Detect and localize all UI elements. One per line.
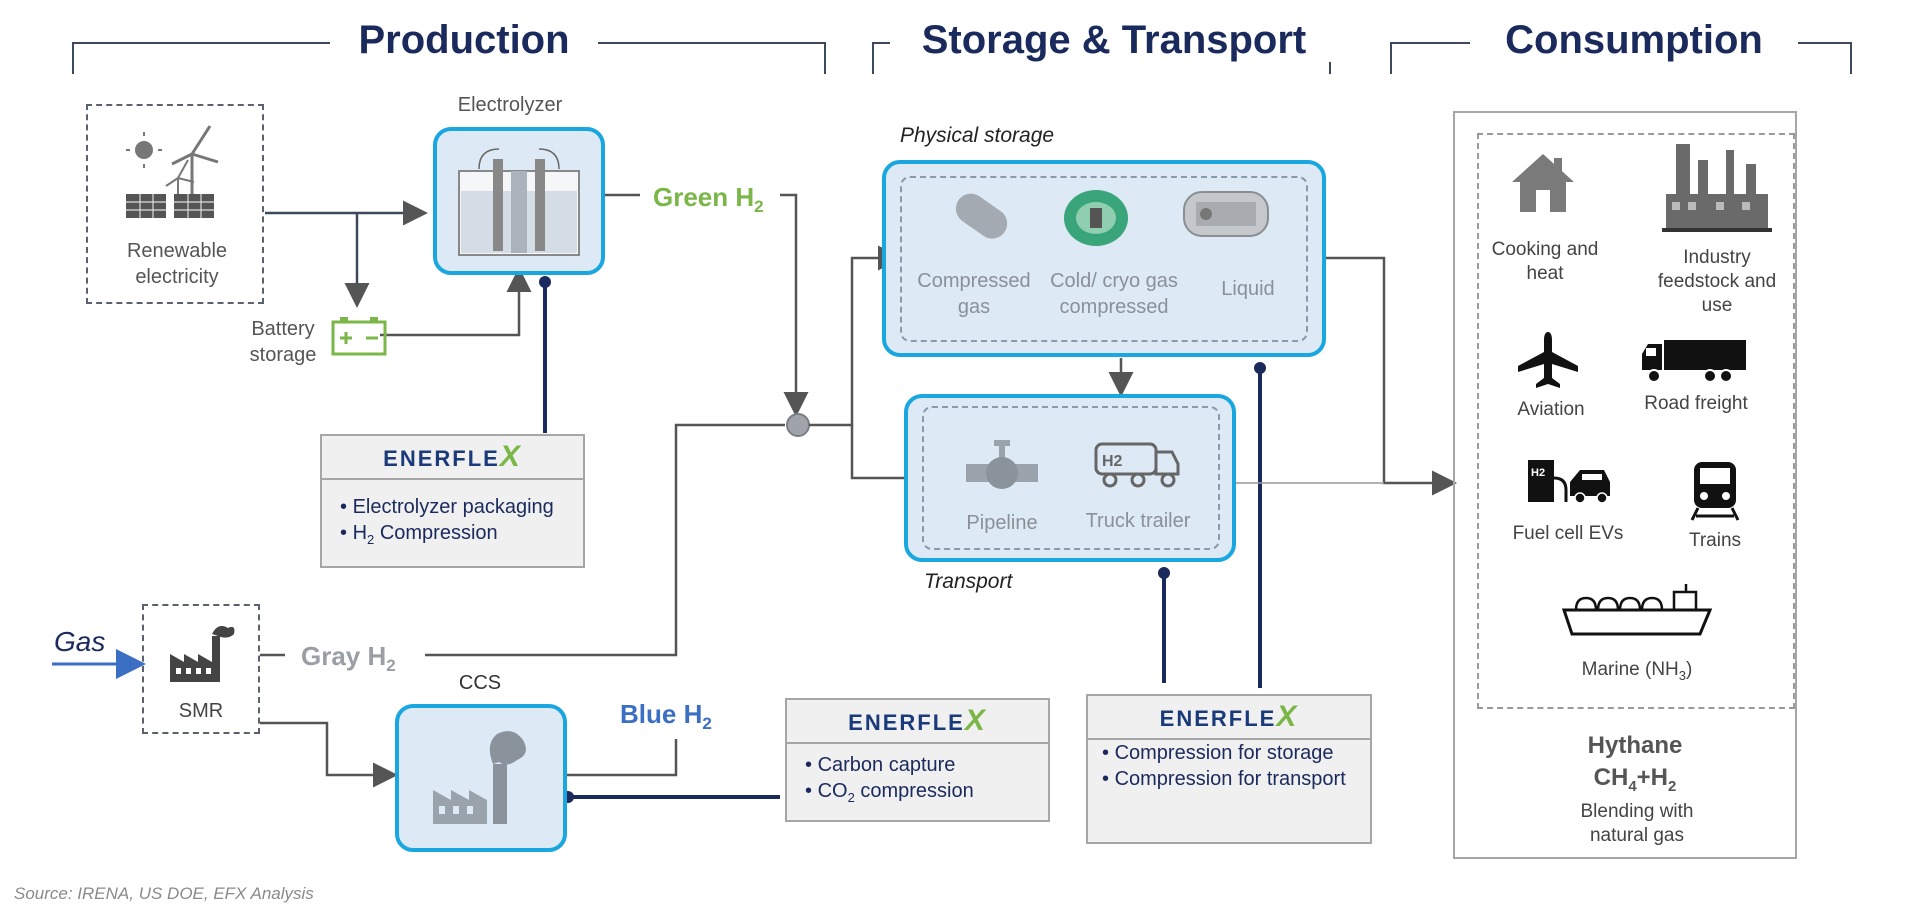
physical-storage-label: Physical storage bbox=[900, 124, 1055, 147]
aviation-label: Aviation bbox=[1517, 399, 1585, 420]
ccs-box bbox=[395, 704, 567, 852]
road-freight-label: Road freight bbox=[1644, 393, 1748, 414]
ccs-factory-icon bbox=[433, 731, 526, 824]
factory-icon bbox=[170, 626, 235, 682]
house-icon bbox=[1512, 154, 1574, 212]
source-note: Source: IRENA, US DOE, EFX Analysis bbox=[14, 884, 314, 903]
truck-trailer-icon: H2 bbox=[1094, 442, 1180, 488]
enerflex-item: CO2 compression bbox=[805, 778, 1040, 811]
pipeline-label: Pipeline bbox=[966, 512, 1038, 534]
liquid-label: Liquid bbox=[1221, 278, 1275, 300]
ship-icon bbox=[1562, 584, 1712, 636]
electrolyzer-box bbox=[433, 127, 605, 275]
airplane-icon bbox=[1518, 332, 1578, 388]
enerflex-storage-box: ENERFLEX Compression for storage Compres… bbox=[1086, 694, 1372, 844]
enerflex-item: Compression for storage bbox=[1102, 740, 1370, 766]
transport-inner bbox=[922, 406, 1220, 550]
green-h2-label: Green H2 bbox=[645, 182, 772, 223]
ccs-title: CCS bbox=[458, 672, 502, 694]
enerflex-ccs-box: ENERFLEX Carbon capture CO2 compression bbox=[785, 698, 1050, 822]
fuel-cell-label: Fuel cell EVs bbox=[1512, 523, 1624, 544]
liquid-tank-icon bbox=[1183, 191, 1269, 237]
hythane-description: Blending with natural gas bbox=[1580, 801, 1694, 846]
hythane-title: Hythane bbox=[1587, 732, 1683, 759]
enerflex-logo: ENERFLEX bbox=[322, 436, 583, 480]
truck-icon bbox=[1642, 340, 1746, 383]
trains-label: Trains bbox=[1688, 530, 1742, 551]
cryo-tank-icon bbox=[1064, 190, 1128, 246]
industry-label: Industry feedstock and use bbox=[1657, 247, 1777, 316]
renewable-label: Renewable electricity bbox=[126, 240, 228, 288]
renewable-box: Renewable electricity bbox=[86, 104, 264, 304]
blue-h2-label: Blue H2 bbox=[612, 699, 720, 740]
truck-label: Truck trailer bbox=[1085, 510, 1191, 532]
train-icon bbox=[1690, 462, 1740, 521]
hythane-formula: CH4+H2 bbox=[1593, 764, 1677, 795]
marine-label: Marine (NH3) bbox=[1581, 659, 1693, 683]
smr-box: SMR bbox=[142, 604, 260, 734]
solar-wind-icon bbox=[126, 125, 219, 218]
consumption-title: Consumption bbox=[1470, 18, 1798, 62]
consumption-outer-box bbox=[1453, 111, 1797, 859]
battery-label: Battery storage bbox=[249, 318, 317, 366]
enerflex-electrolyzer-box: ENERFLEX Electrolyzer packaging H2 Compr… bbox=[320, 434, 585, 568]
transport-box: H2 Pipeline Truck trailer bbox=[904, 394, 1236, 562]
enerflex-item: Carbon capture bbox=[805, 752, 1040, 778]
enerflex-logo: ENERFLEX bbox=[1088, 696, 1370, 740]
enerflex-item: H2 Compression bbox=[340, 520, 575, 553]
pipeline-icon bbox=[966, 440, 1038, 489]
cryo-label: Cold/ cryo gas compressed bbox=[1050, 270, 1178, 318]
electrolyzer-icon bbox=[458, 148, 580, 256]
industry-icon bbox=[1662, 144, 1772, 232]
storage-title: Storage & Transport bbox=[890, 18, 1338, 62]
production-title: Production bbox=[330, 18, 598, 62]
compressed-gas-label: Compressed gas bbox=[917, 270, 1031, 318]
cooking-label: Cooking and heat bbox=[1491, 239, 1599, 284]
enerflex-item: Electrolyzer packaging bbox=[340, 494, 575, 520]
svg-text:H2: H2 bbox=[1531, 467, 1545, 479]
gas-label: Gas bbox=[54, 626, 106, 657]
fuel-cell-icon: H2 bbox=[1528, 460, 1610, 504]
physical-storage-inner bbox=[900, 176, 1308, 342]
enerflex-item: Compression for transport bbox=[1102, 766, 1370, 792]
smr-label: SMR bbox=[178, 700, 224, 722]
battery-icon bbox=[331, 317, 387, 356]
electrolyzer-title: Electrolyzer bbox=[457, 94, 563, 116]
physical-storage-box: Compressed gas Cold/ cryo gas compressed… bbox=[882, 160, 1326, 357]
compressed-gas-icon bbox=[955, 193, 1008, 239]
consumption-inner-box bbox=[1477, 133, 1795, 709]
transport-label: Transport bbox=[924, 570, 1013, 593]
gray-h2-label: Gray H2 bbox=[293, 641, 404, 682]
svg-text:H2: H2 bbox=[1102, 453, 1123, 470]
enerflex-logo: ENERFLEX bbox=[787, 700, 1048, 744]
